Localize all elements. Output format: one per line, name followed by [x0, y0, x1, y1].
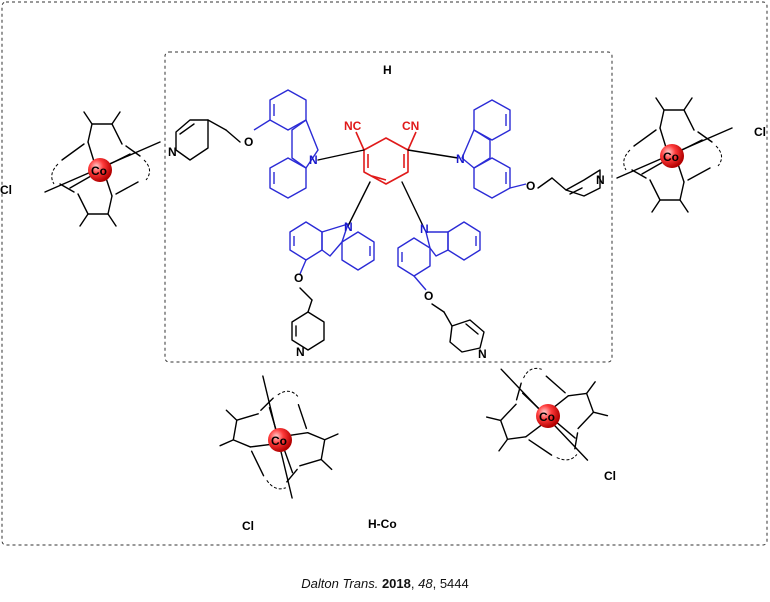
cobaloxime-left: Co Cl: [0, 111, 161, 227]
chlorine-label: Cl: [0, 183, 12, 197]
pyridine-right: N: [537, 169, 605, 197]
pyridine-lower-right: N: [431, 303, 487, 361]
nitrile-left-label: NC: [344, 119, 362, 133]
molecular-diagram: NC CN N N N: [0, 1, 768, 546]
citation-year: 2018: [381, 576, 411, 591]
cobalt-sphere: [660, 144, 684, 168]
cobalt-label: Co: [91, 164, 107, 178]
ether-oxygen-label: O: [526, 179, 535, 193]
chlorine-label: Cl: [754, 125, 766, 139]
pyridine-left: N: [168, 119, 241, 161]
carbazole-upper-right: N: [456, 99, 527, 199]
cobalt-sphere: [268, 428, 292, 452]
carbazole-n-label: N: [456, 152, 465, 166]
carbazole-lower-left: N: [289, 220, 375, 275]
ether-oxygen-label: O: [244, 135, 253, 149]
outer-frame: [1, 1, 768, 546]
cobalt-sphere: [536, 404, 560, 428]
inner-frame: [164, 51, 613, 363]
cobalt-label: Co: [539, 410, 555, 424]
carbazole-upper-left: N: [253, 89, 319, 199]
ether-oxygen-label: O: [424, 289, 433, 303]
citation-pages: 5444: [439, 576, 469, 591]
carbazole-n-label: N: [420, 222, 429, 236]
pyridine-n-label: N: [168, 145, 177, 159]
cobaloxime-bottom-right: Co Cl: [472, 339, 621, 489]
carbazole-n-label: N: [309, 153, 318, 167]
pyridine-n-label: N: [296, 345, 305, 359]
chlorine-label: Cl: [242, 519, 254, 533]
citation-sep: ,: [410, 576, 419, 591]
nitrile-right-label: CN: [402, 119, 419, 133]
chlorine-label: Cl: [604, 469, 616, 483]
carbazole-n-label: N: [344, 220, 353, 234]
citation: Dalton Trans. 2018, 48, 5444: [0, 576, 770, 591]
citation-volume: 48: [418, 576, 433, 591]
cobalt-sphere: [88, 158, 112, 182]
outer-structure-label: H-Co: [368, 517, 397, 531]
cobalt-label: Co: [271, 434, 287, 448]
inner-structure-label: H: [383, 63, 392, 77]
citation-journal: Dalton Trans.: [301, 576, 379, 591]
cobaloxime-bottom-left: Co Cl: [212, 370, 347, 533]
pyridine-lower-left: N: [291, 287, 325, 359]
carbazole-lower-right: N: [397, 221, 481, 291]
cobalt-label: Co: [663, 150, 679, 164]
core-to-donor-bonds: [317, 149, 459, 229]
ether-oxygen-label: O: [294, 271, 303, 285]
cobaloxime-right: Co Cl: [616, 97, 766, 213]
citation-sep: ,: [432, 576, 440, 591]
pyridine-n-label: N: [478, 347, 487, 361]
pyridine-n-label: N: [596, 173, 605, 187]
